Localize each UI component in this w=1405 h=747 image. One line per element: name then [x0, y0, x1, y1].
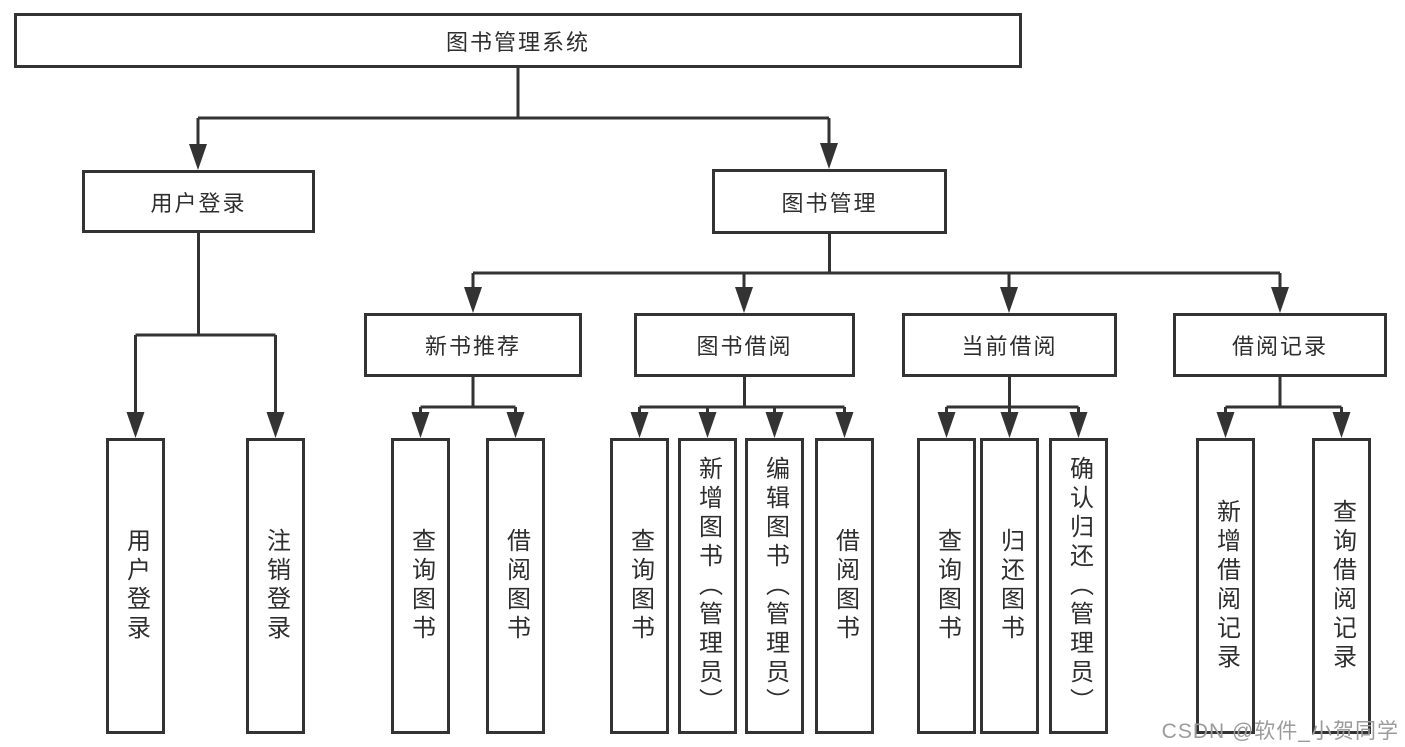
node-borrow-records: 借阅记录	[1173, 313, 1387, 377]
node-book-management: 图书管理	[712, 169, 947, 234]
leaf-confirm-return-admin: 确认归还（管理员）	[1049, 438, 1108, 734]
node-new-book-recommend: 新书推荐	[364, 313, 582, 377]
leaf-query-books-2: 查询图书	[610, 438, 669, 734]
leaf-query-borrow-record: 查询借阅记录	[1312, 438, 1371, 734]
node-book-borrow: 图书借阅	[634, 313, 855, 377]
leaf-query-books-1: 查询图书	[391, 438, 450, 734]
leaf-query-books-3: 查询图书	[917, 438, 976, 734]
leaf-logout: 注销登录	[246, 438, 305, 734]
leaf-return-book: 归还图书	[980, 438, 1039, 734]
node-user-login: 用户登录	[82, 170, 315, 233]
node-root: 图书管理系统	[14, 13, 1022, 68]
leaf-borrow-books-1: 借阅图书	[486, 438, 545, 734]
leaf-add-borrow-record: 新增借阅记录	[1196, 438, 1255, 734]
arrowheads	[126, 143, 1351, 438]
node-current-borrow: 当前借阅	[902, 313, 1117, 377]
leaf-add-book-admin: 新增图书（管理员）	[678, 438, 737, 734]
leaf-borrow-books-2: 借阅图书	[815, 438, 874, 734]
leaf-user-login: 用户登录	[106, 438, 165, 734]
leaf-edit-book-admin: 编辑图书（管理员）	[745, 438, 804, 734]
watermark-text: CSDN @软件_小贺同学	[1161, 720, 1399, 743]
